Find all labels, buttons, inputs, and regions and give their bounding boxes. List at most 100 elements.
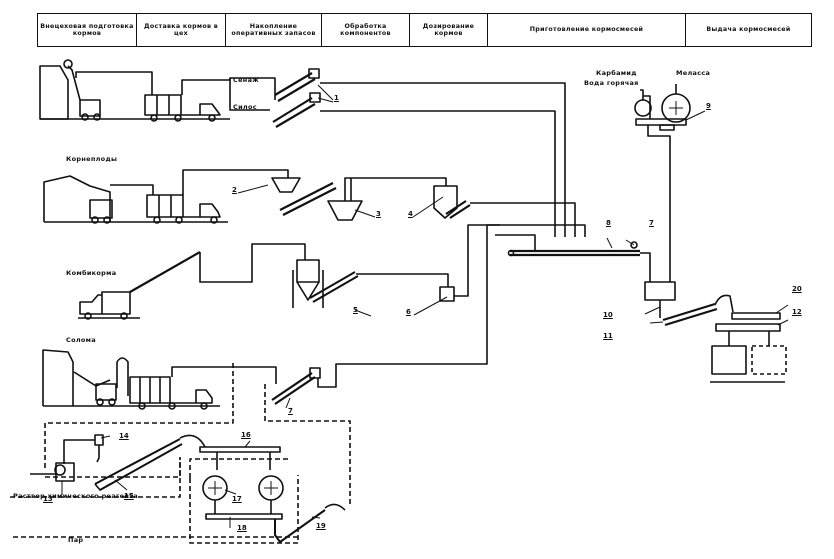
callout-7-straw: 7 [288,407,293,415]
loader-vehicle-1 [63,59,101,121]
chemical-treatment-loop [10,363,351,544]
root-crop-conveyor [279,182,337,216]
stage-mixing: Приготовление кормосмесей [488,13,686,47]
callout-14: 14 [119,432,129,440]
dispensing-conveyor-18 [715,323,781,332]
stage-processing: Обработка компонентов [322,13,410,47]
conveyor-end [507,249,515,257]
loader-vehicle-2 [89,199,113,224]
straw-unloader-conveyor [271,372,316,405]
mixer-discharge-conveyor [662,302,718,327]
callout-15: 15 [124,492,134,500]
callout-4: 4 [408,210,413,218]
callout-7-top: 7 [649,219,654,227]
compound-feed-dispenser [439,286,455,302]
haylage-unloader-conveyor [274,68,320,102]
silage-line [320,110,556,237]
compound-feed-conveyor [309,271,359,303]
flow-line [728,331,770,346]
slicer-discharge [445,200,471,219]
callout-12: 12 [792,308,802,316]
callout-5: 5 [353,306,358,314]
callout-20: 20 [792,285,802,293]
callout-leaders [61,110,789,528]
treated-straw-conveyor-19 [274,509,326,543]
straw-loader [73,357,129,406]
callout-13: 13 [43,495,53,503]
flow-line [344,177,447,201]
truck-2 [146,194,221,224]
flow-line [179,434,206,448]
truck-3 [129,376,213,410]
reagent-pump-13 [30,439,95,482]
reactor-17 [202,475,284,501]
compound-feed-truck [78,251,201,320]
flow-line [171,366,277,384]
collector-18 [205,513,283,520]
callout-2: 2 [232,186,237,194]
root-crop-hopper [271,177,301,193]
callout-8: 8 [606,219,611,227]
root-crop-storage [43,175,228,223]
flow-line [214,500,272,514]
label-haylage: Сенаж [233,76,260,84]
label-molasses: Меласса [676,69,711,77]
dispensing-hopper-20 [731,312,781,320]
silage-storage-trench [39,65,230,120]
compound-feed-bin [292,259,324,308]
stage-external-preparation: Внецеховая подготовка кормов [37,13,137,47]
callout-16: 16 [241,431,251,439]
stage-dispensing: Выдача кормосмесей [686,13,812,47]
flow-line [356,273,449,287]
label-carbamide: Карбамид [596,69,637,77]
label-silage: Силос [233,103,257,111]
callout-6: 6 [406,308,411,316]
feed-dispenser-truck-waiting [751,345,787,375]
collecting-conveyor [510,249,640,257]
straw-storage [42,349,220,407]
label-root-crops: Корнеплоды [66,155,118,163]
callout-10: 10 [603,311,613,319]
label-steam: Пар [68,536,84,544]
straw-conveyor-15 [94,438,183,491]
flow-line [199,243,306,283]
stage-dosing: Дозирование кормов [410,13,488,47]
flow-line [640,252,651,282]
haylage-line [320,82,566,237]
stage-accumulation: Накопление оперативных запасов [226,13,322,47]
callout-leader [317,84,334,103]
root-slicer [433,185,458,219]
flow-line [216,452,271,470]
distributor-16 [199,446,281,453]
flow-line [714,294,734,313]
flow-line [229,78,270,111]
callout-9: 9 [706,102,711,110]
label-straw: Солома [66,336,96,344]
flow-line [181,77,276,100]
additive-line [647,125,671,282]
flow-line [75,71,153,95]
sprayer-14 [94,434,104,463]
straw-line [317,224,500,388]
flow-line [324,503,346,511]
callout-3: 3 [376,210,381,218]
straw-unloader-head [309,367,321,379]
conveyor-hopper [94,483,111,491]
silage-unloader-conveyor [272,92,321,128]
callout-1: 1 [334,94,339,102]
flow-line [495,234,536,251]
flow-line [110,184,154,195]
mixer-10 [644,281,676,301]
callout-19: 19 [316,522,326,530]
truck-1 [144,94,221,122]
flow-line [182,169,289,195]
callout-18: 18 [237,524,247,532]
callout-17: 17 [232,495,242,503]
weigh-dispenser-7 [630,241,638,249]
label-compound-feed: Комбикорма [66,269,117,277]
compound-feed-line [454,224,586,297]
feed-dispenser-truck [711,345,747,375]
molasses-carbamide-unit [634,84,691,131]
callout-11: 11 [603,332,613,340]
